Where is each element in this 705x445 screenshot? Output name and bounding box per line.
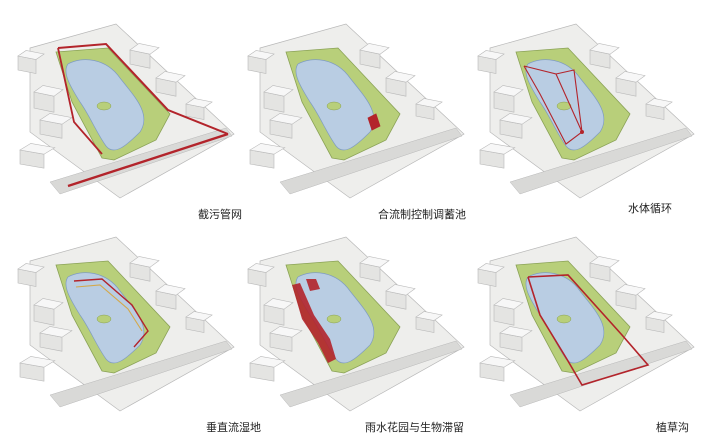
rain-garden-patch-north xyxy=(306,279,320,291)
building-w1-top xyxy=(33,298,64,310)
building-nw-top xyxy=(247,50,275,60)
building-sw-top xyxy=(19,356,56,368)
building-ne2-top xyxy=(155,71,186,83)
building-ne1-top xyxy=(359,43,390,55)
lake-island xyxy=(96,101,112,111)
building-ne2-top xyxy=(385,284,416,296)
building-sw-top xyxy=(249,356,286,368)
building-w2-top xyxy=(39,113,73,125)
building-ne1-top xyxy=(129,256,160,268)
building-e1-top xyxy=(185,98,213,108)
building-w2-top xyxy=(269,326,303,338)
circulation-loop-b xyxy=(555,69,583,133)
building-nw-top xyxy=(247,263,275,273)
building-w1-top xyxy=(263,298,294,310)
building-nw-top xyxy=(477,50,505,60)
road-south xyxy=(279,127,463,195)
site-diagram-5 xyxy=(247,236,465,412)
building-sw-top xyxy=(19,143,56,155)
building-nw-top xyxy=(477,263,505,273)
panel-interceptor-network: 截污管网 xyxy=(10,22,242,227)
building-e1-top xyxy=(415,98,443,108)
building-w1-top xyxy=(493,298,524,310)
storage-tank-mark xyxy=(367,113,381,131)
lake-island xyxy=(96,314,112,324)
building-ne1-top xyxy=(589,256,620,268)
caption-1: 截污管网 xyxy=(198,208,242,221)
building-w1-top xyxy=(493,85,524,97)
panel-storage-tank: 合流制控制调蓄池 xyxy=(240,22,466,227)
building-ne1-top xyxy=(359,256,390,268)
site-diagram-1 xyxy=(17,23,235,199)
road-south xyxy=(509,340,693,408)
road-south xyxy=(49,340,233,408)
rain-garden-patch-west xyxy=(292,283,336,363)
interceptor-pipe-north xyxy=(57,42,229,135)
building-e1-top xyxy=(415,311,443,321)
site-diagram-2 xyxy=(247,23,465,199)
panel-vertical-wetland: 垂直流湿地 xyxy=(10,235,261,440)
circulation-node xyxy=(580,130,584,134)
building-e1-top xyxy=(185,311,213,321)
building-ne2-top xyxy=(615,71,646,83)
building-w1-top xyxy=(263,85,294,97)
building-ne2-top xyxy=(615,284,646,296)
panel-water-circulation: 水体循环 xyxy=(470,22,695,227)
lake-island xyxy=(326,101,342,111)
panel-grass-swale: 植草沟 xyxy=(470,235,695,440)
building-ne1-top xyxy=(129,43,160,55)
road-south xyxy=(509,127,693,195)
road-south xyxy=(279,340,463,408)
site-diagram-3 xyxy=(477,23,695,199)
lake-island xyxy=(556,314,572,324)
grass-swale-line xyxy=(527,274,650,386)
interceptor-pipe-main xyxy=(67,132,229,188)
building-w2-top xyxy=(499,113,533,125)
building-sw-top xyxy=(479,143,516,155)
site-diagram-6 xyxy=(477,236,695,412)
caption-2: 合流制控制调蓄池 xyxy=(378,208,466,221)
site-diagram-4 xyxy=(17,236,235,412)
building-nw-top xyxy=(17,263,45,273)
caption-3: 水体循环 xyxy=(628,202,672,215)
building-e1-top xyxy=(645,98,673,108)
building-w1-top xyxy=(33,85,64,97)
building-ne2-top xyxy=(155,284,186,296)
lake-island xyxy=(556,101,572,111)
building-w2-top xyxy=(269,113,303,125)
building-ne1-top xyxy=(589,43,620,55)
building-ne2-top xyxy=(385,71,416,83)
building-w2-top xyxy=(499,326,533,338)
building-e1-top xyxy=(645,311,673,321)
circulation-loop-a xyxy=(523,65,583,145)
caption-5: 雨水花园与生物滞留 xyxy=(365,421,464,434)
caption-4: 垂直流湿地 xyxy=(206,421,261,434)
wetland-strip-outer xyxy=(73,278,149,348)
wetland-strip-inner xyxy=(75,284,143,332)
panel-rain-garden: 雨水花园与生物滞留 xyxy=(240,235,465,440)
building-sw-top xyxy=(479,356,516,368)
building-sw-top xyxy=(249,143,286,155)
interceptor-pipe-west xyxy=(57,47,103,155)
building-w2-top xyxy=(39,326,73,338)
caption-6: 植草沟 xyxy=(656,421,689,434)
building-nw-top xyxy=(17,50,45,60)
lake-island xyxy=(326,314,342,324)
